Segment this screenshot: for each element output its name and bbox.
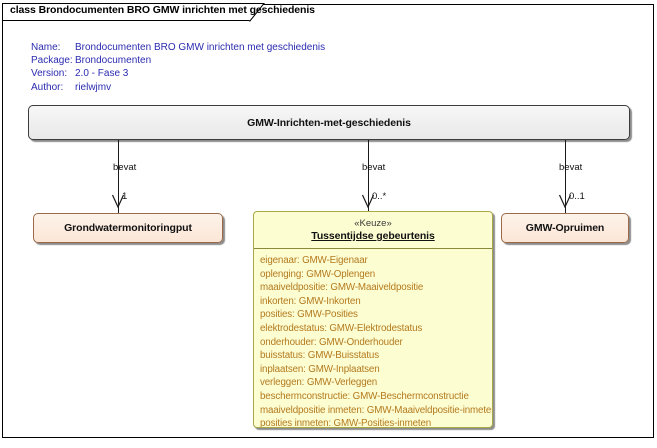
class-attribute: eigenaar: GMW-Eigenaar	[260, 255, 368, 266]
connector-label-2: bevat	[362, 162, 386, 173]
connector-line-1b	[118, 194, 119, 213]
class-attribute: posities inmeten: GMW-Posities-inmeten	[260, 418, 432, 428]
connector-line-2b	[368, 194, 369, 211]
metadata-label-author: Author:	[31, 81, 64, 93]
connector-label-3: bevat	[559, 162, 583, 173]
class-attribute: beschermconstructie: GMW-Beschermconstru…	[260, 390, 469, 402]
class-name-root: GMW-Inrichten-met-geschiedenis	[247, 116, 411, 129]
class-stereotype-keuze: «Keuze»	[354, 218, 392, 229]
connector-line-3	[565, 140, 566, 195]
metadata-row-author: Author: rielwjmv	[31, 81, 325, 94]
metadata-value-package: Brondocumenten	[75, 55, 152, 67]
class-header-keuze: «Keuze» Tussentijdse gebeurtenis	[254, 212, 492, 249]
class-attribute: maaiveldpositie: GMW-Maaiveldpositie	[260, 282, 424, 294]
class-attribute: posities: GMW-Posities	[260, 309, 358, 321]
metadata-row-name: Name: Brondocumenten BRO GMW inrichten me…	[31, 41, 325, 54]
class-attribute: inplaatsen: GMW-Inplaatsen	[260, 363, 380, 375]
metadata-row-version: Version: 2.0 - Fase 3	[31, 67, 325, 80]
connector-multiplicity-1: 1	[122, 191, 128, 202]
connector-label-1: bevat	[113, 162, 137, 173]
class-attribute: oplenging: GMW-Oplengen	[260, 268, 376, 280]
class-attribute-list: eigenaar: GMW-Eigenaar oplenging: GMW-Opl…	[254, 249, 493, 428]
class-attribute: elektrodestatus: GMW-Elektrodestatus	[260, 322, 423, 334]
metadata-value-author: rielwjmv	[75, 81, 112, 93]
class-attribute: verleggen: GMW-Verleggen	[260, 377, 378, 389]
class-attribute: onderhouder: GMW-Onderhouder	[260, 336, 403, 348]
connector-line-2	[368, 140, 369, 195]
connector-line-1	[118, 140, 119, 195]
metadata-value-version: 2.0 - Fase 3	[75, 68, 129, 80]
class-attribute: maaiveldpositie inmeten: GMW-Maaiveldpos…	[260, 404, 493, 416]
class-name-opruimen: GMW-Opruimen	[525, 222, 605, 234]
tab-slant-corner	[249, 3, 265, 22]
class-name-grondwatermonitoringput: Grondwatermonitoringput	[64, 222, 192, 234]
metadata-value-name: Brondocumenten BRO GMW inrichten met ges…	[75, 42, 326, 53]
metadata-label-package: Package:	[31, 55, 73, 67]
class-attribute: inkorten: GMW-Inkorten	[260, 295, 361, 307]
class-node-gmw-opruimen[interactable]: GMW-Opruimen	[501, 213, 629, 243]
diagram-title: class Brondocumenten BRO GMW inrichten m…	[10, 4, 315, 16]
diagram-metadata: Name: Brondocumenten BRO GMW inrichten me…	[31, 41, 325, 94]
metadata-label-version: Version:	[31, 68, 68, 80]
connector-line-3b	[565, 194, 566, 213]
diagram-frame-left	[2, 4, 3, 438]
diagram-frame-right	[653, 4, 654, 438]
diagram-frame-top	[263, 4, 654, 5]
connector-multiplicity-2: 0..*	[372, 191, 387, 202]
metadata-label-name: Name:	[31, 42, 61, 53]
connector-multiplicity-3: 0..1	[569, 191, 585, 202]
class-name-keuze: Tussentijdse gebeurtenis	[311, 230, 435, 242]
class-attribute: buisstatus: GMW-Buisstatus	[260, 350, 379, 362]
class-node-gmw-inrichten-met-geschiedenis[interactable]: GMW-Inrichten-met-geschiedenis	[28, 105, 630, 140]
metadata-row-package: Package:Brondocumenten	[31, 54, 325, 67]
class-node-tussentijdse-gebeurtenis[interactable]: «Keuze» Tussentijdse gebeurtenis eigenaa…	[253, 211, 493, 428]
diagram-title-tab	[2, 3, 250, 21]
diagram-frame-bottom	[2, 437, 654, 438]
class-node-grondwatermonitoringput[interactable]: Grondwatermonitoringput	[33, 213, 223, 243]
